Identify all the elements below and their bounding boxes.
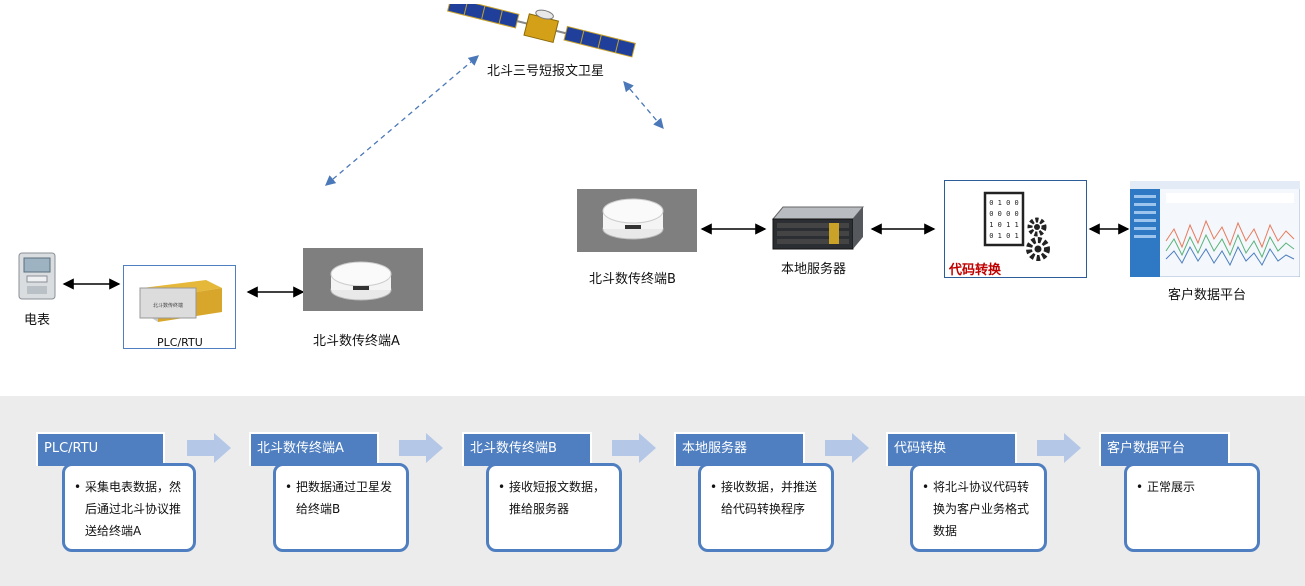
antenna-terminal-icon xyxy=(330,261,392,301)
step-card: • 接收短报文数据，推给服务器 xyxy=(486,463,622,552)
code-bits-row: 1 0 1 1 xyxy=(989,221,1019,229)
terminal-b-photo xyxy=(577,189,697,252)
step-title: 客户数据平台 xyxy=(1099,432,1230,466)
step-card: • 接收数据，并推送给代码转换程序 xyxy=(698,463,834,552)
step-card: • 正常展示 xyxy=(1124,463,1260,552)
step-description: 接收短报文数据，推给服务器 xyxy=(509,480,606,516)
dashboard-icon xyxy=(1130,181,1300,277)
step-chevron xyxy=(399,433,443,463)
step-title: 代码转换 xyxy=(886,432,1017,466)
step-title: 北斗数传终端B xyxy=(462,432,592,466)
code-conversion-frame: 0 1 0 0 0 0 0 0 1 0 1 1 0 1 0 1 代码转换 xyxy=(944,180,1087,278)
satellite-label: 北斗三号短报文卫星 xyxy=(487,64,605,79)
step-description: 正常展示 xyxy=(1147,480,1196,494)
step-card: • 将北斗协议代码转换为客户业务格式数据 xyxy=(910,463,1047,552)
step-description: 把数据通过卫星发给终端B xyxy=(296,480,393,516)
step-card: • 采集电表数据，然后通过北斗协议推送给终端A xyxy=(62,463,196,552)
terminal-a-photo xyxy=(303,248,423,311)
platform-label: 客户数据平台 xyxy=(1168,288,1247,303)
downlink-dashed-arrow xyxy=(623,81,664,129)
uplink-dashed-arrow xyxy=(325,55,479,186)
bullet-marker: • xyxy=(285,480,293,494)
step-card: • 把数据通过卫星发给终端B xyxy=(273,463,409,552)
code-gear-icon: 0 1 0 0 0 0 0 0 1 0 1 1 0 1 0 1 xyxy=(983,191,1050,261)
code-bits-row: 0 1 0 1 xyxy=(989,232,1019,240)
bullet-marker: • xyxy=(1136,480,1144,494)
step-description: 采集电表数据，然后通过北斗协议推送给终端A xyxy=(85,480,182,538)
step-description: 接收数据，并推送给代码转换程序 xyxy=(721,480,818,516)
terminal-a-label: 北斗数传终端A xyxy=(313,334,400,349)
process-band xyxy=(0,396,1305,586)
code-conversion-label: 代码转换 xyxy=(949,263,1002,278)
bullet-marker: • xyxy=(498,480,506,494)
step-description: 将北斗协议代码转换为客户业务格式数据 xyxy=(933,480,1030,538)
code-bits-row: 0 0 0 0 xyxy=(989,210,1019,218)
step-title: 北斗数传终端A xyxy=(249,432,379,466)
server-label: 本地服务器 xyxy=(781,262,847,277)
code-bits-row: 0 1 0 0 xyxy=(989,199,1019,207)
terminal-b-label: 北斗数传终端B xyxy=(589,272,676,287)
plc-label: PLC/RTU xyxy=(157,336,203,349)
step-title: PLC/RTU xyxy=(36,432,165,466)
step-title: 本地服务器 xyxy=(674,432,805,466)
device-plate-text: 北斗数传终端 xyxy=(153,302,183,309)
rack-server-icon xyxy=(771,206,865,250)
step-chevron xyxy=(1037,433,1081,463)
meter-label: 电表 xyxy=(24,313,51,328)
bullet-marker: • xyxy=(922,480,930,494)
step-chevron xyxy=(612,433,656,463)
step-chevron xyxy=(825,433,869,463)
bullet-marker: • xyxy=(74,480,82,494)
bullet-marker: • xyxy=(710,480,718,494)
satellite-icon xyxy=(446,4,636,58)
meter-icon xyxy=(18,252,56,300)
step-chevron xyxy=(187,433,231,463)
antenna-terminal-icon xyxy=(602,198,664,240)
plc-frame: 北斗数传终端 PLC/RTU xyxy=(123,265,236,349)
plc-box-icon: 北斗数传终端 xyxy=(139,280,222,322)
